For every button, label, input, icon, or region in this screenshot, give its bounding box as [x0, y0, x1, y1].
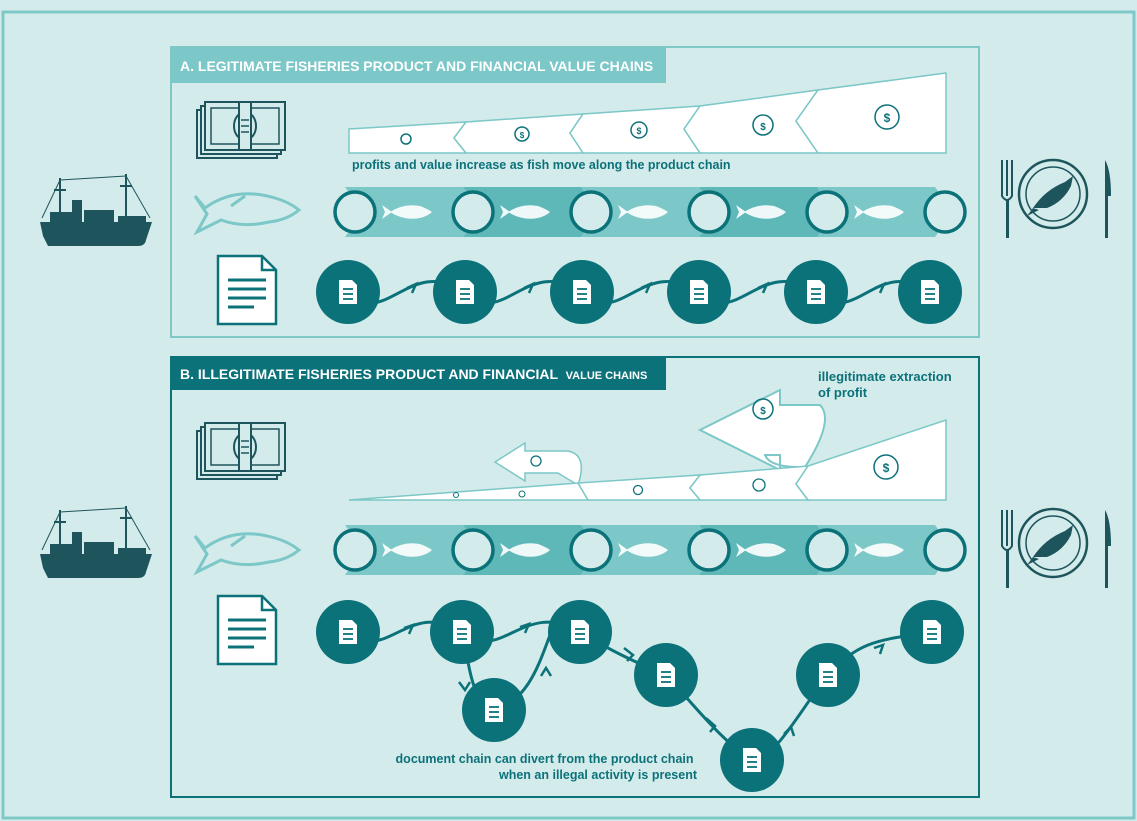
chain-node	[805, 528, 849, 572]
money-bag-icon: $	[630, 121, 648, 139]
document-chain-a	[316, 260, 962, 324]
document-node	[900, 600, 964, 664]
document-node	[316, 260, 380, 324]
chain-node	[333, 528, 377, 572]
svg-text:$: $	[520, 131, 525, 140]
svg-text:$: $	[760, 122, 766, 133]
money-bag-icon: $	[873, 454, 899, 480]
document-node	[550, 260, 614, 324]
chain-node	[569, 528, 613, 572]
document-node-diverted	[462, 678, 526, 742]
document-node	[898, 260, 962, 324]
panel-a-title-bar	[171, 47, 666, 83]
extraction-label: illegitimate extraction of profit	[818, 369, 955, 400]
document-node-diverted	[720, 728, 784, 792]
panel-b-title-bar	[171, 357, 666, 390]
chain-node	[923, 190, 967, 234]
chain-node	[451, 528, 495, 572]
money-bag-icon	[752, 478, 766, 492]
extraction-label-line1: illegitimate extraction	[818, 369, 952, 384]
divert-caption-line1: document chain can divert from the produ…	[396, 752, 694, 766]
product-chain-b	[333, 525, 967, 575]
chain-node	[687, 528, 731, 572]
money-bag-icons-a: $ $ $ $	[400, 104, 900, 145]
document-node-diverted	[634, 643, 698, 707]
chain-node	[687, 190, 731, 234]
money-bag-icon	[632, 484, 644, 496]
extraction-arrow-large	[697, 388, 826, 472]
money-bag-icon: $	[874, 104, 900, 130]
money-bag-icon	[518, 490, 526, 498]
panel-b: B. ILLEGITIMATE FISHERIES PRODUCT AND FI…	[39, 356, 1111, 798]
document-chain-b	[316, 600, 964, 792]
money-bag-icon	[530, 455, 542, 467]
panel-b-title-tail: VALUE CHAINS	[566, 370, 648, 382]
value-wedge-a	[348, 72, 947, 154]
money-bag-icon: $	[514, 126, 530, 142]
svg-text:$: $	[636, 126, 641, 136]
document-node-diverted	[796, 643, 860, 707]
money-bag-icons-b: $	[453, 454, 899, 498]
divert-caption-line2: when an illegal activity is present	[498, 768, 698, 782]
panel-a: A. LEGITIMATE FISHERIES PRODUCT AND FINA…	[39, 46, 1111, 338]
document-node	[433, 260, 497, 324]
chain-node	[451, 190, 495, 234]
money-bag-icon	[400, 133, 412, 145]
money-icon-b	[196, 422, 286, 480]
money-icon-a	[196, 101, 286, 159]
money-bag-icon: $	[752, 398, 774, 420]
document-node	[784, 260, 848, 324]
chain-node	[333, 190, 377, 234]
money-bag-icon	[453, 492, 459, 498]
svg-text:$: $	[760, 406, 766, 417]
document-icon-b	[216, 594, 278, 666]
extraction-label-line2: of profit	[818, 385, 868, 400]
chain-node	[923, 528, 967, 572]
panel-b-title: B. ILLEGITIMATE FISHERIES PRODUCT AND FI…	[180, 366, 647, 382]
value-wedge-b	[348, 418, 947, 501]
document-icon-a	[216, 254, 278, 326]
money-bag-icon: $	[752, 114, 774, 136]
product-chain-a	[333, 187, 967, 237]
extraction-arrow-small	[493, 441, 583, 487]
divert-caption: document chain can divert from the produ…	[396, 752, 698, 782]
svg-text:$: $	[883, 461, 890, 475]
panel-a-caption: profits and value increase as fish move …	[352, 158, 731, 172]
chain-node	[569, 190, 613, 234]
document-node	[667, 260, 731, 324]
document-node	[430, 600, 494, 664]
chain-node	[805, 190, 849, 234]
document-node	[316, 600, 380, 664]
panel-a-title: A. LEGITIMATE FISHERIES PRODUCT AND FINA…	[180, 58, 653, 74]
panel-b-title-main: B. ILLEGITIMATE FISHERIES PRODUCT AND FI…	[180, 366, 558, 382]
document-node	[548, 600, 612, 664]
outer-frame	[1, 10, 1136, 820]
svg-text:$: $	[884, 111, 891, 125]
